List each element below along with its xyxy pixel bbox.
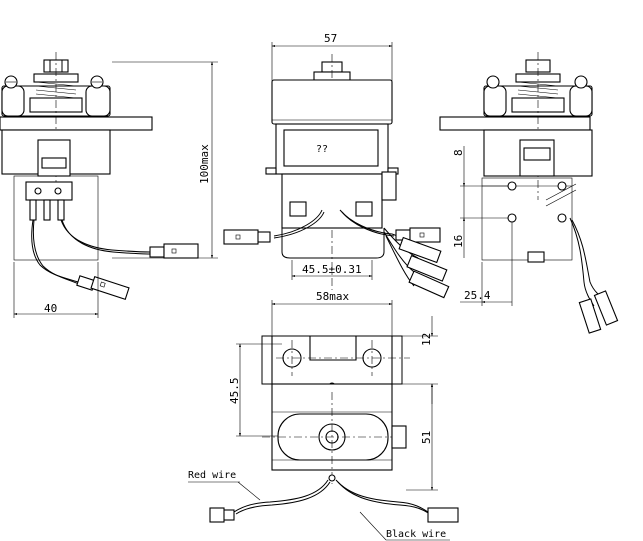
front-view: 57 ?? [223, 32, 450, 299]
bottom-top-label: 12 [420, 333, 433, 346]
front-width-label: 57 [324, 32, 337, 45]
right-pitch-label: 16 [452, 235, 465, 248]
connector-icon [209, 507, 235, 523]
connector-icon [223, 229, 271, 245]
connector-icon [427, 507, 459, 523]
nameplate-text: ?? [316, 144, 328, 155]
connector-icon [406, 254, 448, 282]
bottom-width-label: 58max [316, 290, 349, 303]
bottom-pitch-label: 45.5 [228, 378, 241, 405]
left-side-view: 100max 40 [0, 52, 218, 318]
black-wire-label: Black wire [386, 529, 446, 540]
connector-icon [593, 290, 619, 326]
connector-icon [408, 270, 450, 299]
connector-icon [578, 298, 602, 334]
right-pitch-top-label: 8 [452, 149, 465, 156]
connector-icon [398, 236, 442, 264]
bottom-depth-label: 51 [420, 431, 433, 444]
right-offset-label: 25.4 [464, 289, 491, 302]
front-span-label: 45.5±0.31 [302, 263, 362, 276]
left-width-label: 40 [44, 302, 57, 315]
connector-icon [149, 243, 199, 259]
red-wire-label: Red wire [188, 470, 236, 481]
left-height-label: 100max [198, 144, 211, 184]
right-side-view: 8 16 25.4 [439, 52, 619, 334]
bottom-view: 58max [188, 290, 459, 541]
connector-icon [76, 275, 130, 300]
